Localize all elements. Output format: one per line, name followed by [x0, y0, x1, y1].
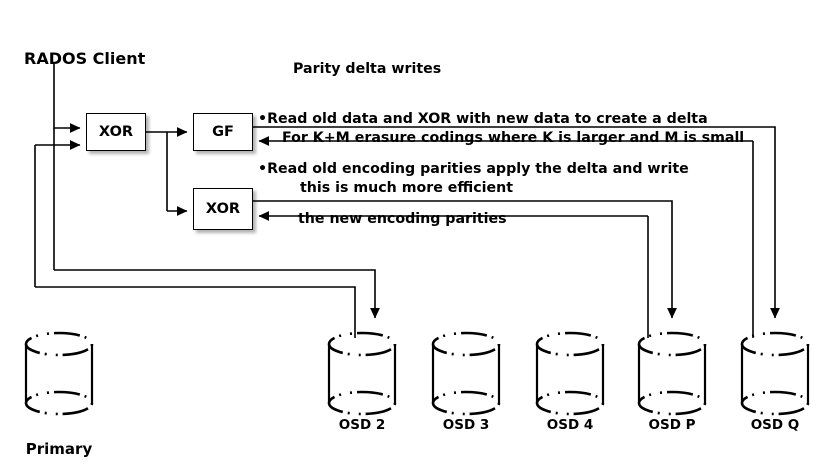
osd-3-caption: OSD 3: [442, 417, 490, 433]
process-box-xor-1[interactable]: XOR: [86, 113, 146, 151]
bullet-glyph: •: [258, 161, 268, 177]
osd-q[interactable]: OSD Q: [736, 331, 814, 433]
osd-primary[interactable]: Primary OSD: [20, 331, 98, 457]
osd-q-caption: OSD Q: [750, 417, 800, 433]
cylinder-icon: [531, 331, 609, 416]
osd-3[interactable]: OSD 3: [427, 331, 505, 433]
osd-p[interactable]: OSD P: [633, 331, 711, 433]
process-box-gf[interactable]: GF: [193, 113, 253, 151]
parity-delta-note: Parity delta writes •Read old data and X…: [258, 27, 708, 262]
parity-delta-bullet-1-text: Read old data and XOR with new data to c…: [267, 110, 708, 127]
cylinder-icon: [323, 331, 401, 416]
wire-client-write-to-osd2: [54, 269, 380, 319]
osd-2[interactable]: OSD 2: [323, 331, 401, 433]
cylinder-icon: [20, 331, 98, 416]
osd-2-caption: OSD 2: [338, 417, 386, 433]
efficiency-note-line-2: this is much more efficient: [300, 179, 514, 196]
wire-primary-read-return: [35, 286, 356, 338]
cylinder-icon: [633, 331, 711, 416]
osd-primary-caption-line-1: Primary: [25, 440, 93, 458]
efficiency-note-line-1: For K+M erasure codings where K is large…: [282, 129, 745, 146]
parity-delta-bullet-1: •Read old data and XOR with new data to …: [258, 111, 708, 128]
parity-delta-bullet-2: •Read old encoding parities apply the de…: [258, 161, 708, 178]
osd-primary-caption: Primary OSD: [20, 415, 98, 476]
osd-4-caption: OSD 4: [546, 417, 594, 433]
wire-xor2-out-to-osdp: [253, 200, 677, 319]
bullet-glyph: •: [258, 110, 268, 127]
parity-delta-heading: Parity delta writes: [293, 60, 442, 77]
efficiency-note: For K+M erasure codings where K is large…: [282, 96, 744, 230]
process-box-xor-2[interactable]: XOR: [193, 188, 253, 230]
cylinder-icon: [427, 331, 505, 416]
parity-delta-bullet-2-cont: the new encoding parities: [298, 211, 507, 228]
osd-4[interactable]: OSD 4: [531, 331, 609, 433]
wire-client-to-xor1: [53, 62, 81, 133]
osd-p-caption: OSD P: [648, 417, 696, 433]
cylinder-icon: [736, 331, 814, 416]
rados-client-label: RADOS Client: [24, 49, 146, 68]
parity-delta-bullet-2-text: Read old encoding parities apply the del…: [267, 161, 689, 177]
wire-gf-out-to-osdq: [253, 126, 780, 319]
